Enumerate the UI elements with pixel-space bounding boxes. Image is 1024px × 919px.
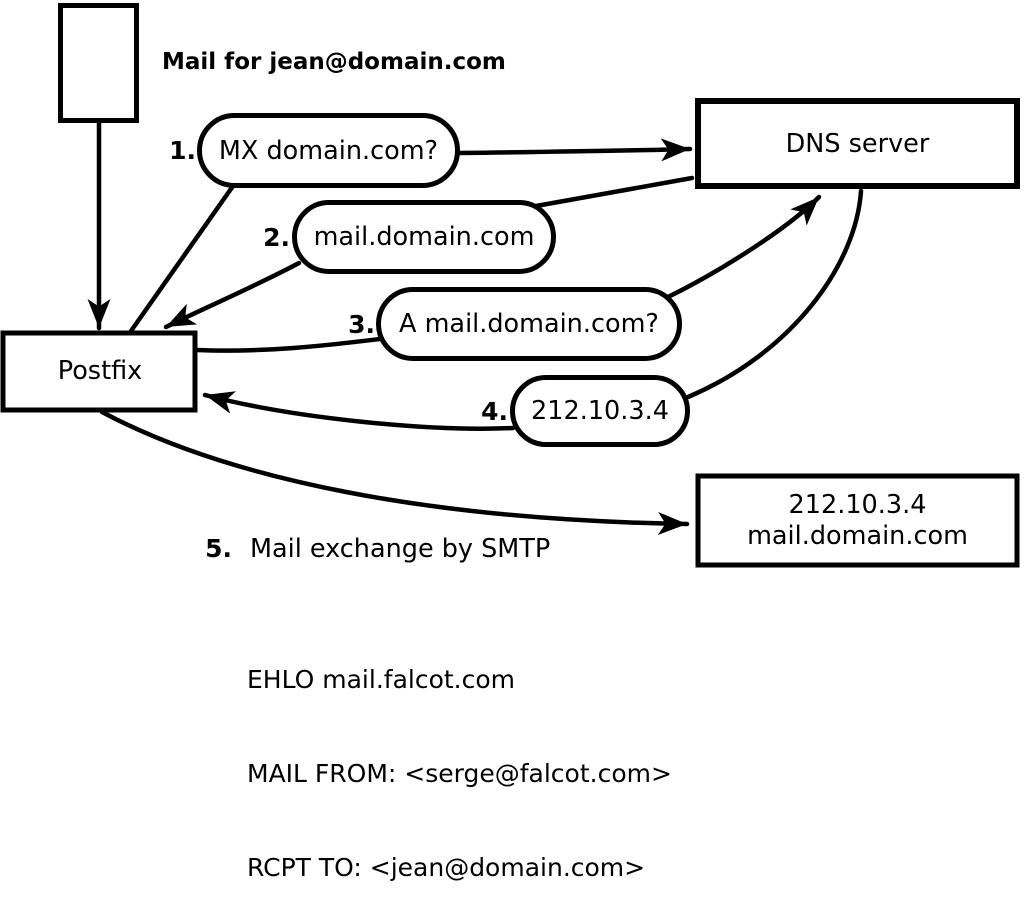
line-dns-to-a-answer (685, 188, 864, 400)
dns-server-box (695, 98, 1020, 189)
mx-query-label: MX domain.com? (218, 135, 439, 166)
arrow-mx-answer-to-postfix (163, 260, 302, 330)
smtp-line: EHLO mail.falcot.com (247, 664, 516, 694)
line-postfix-to-mx-query (128, 183, 236, 334)
arrow-mx-query-to-dns (455, 138, 693, 162)
step-3-number: 3. (348, 309, 375, 339)
line-postfix-to-a-query (194, 336, 383, 353)
dns-server-label: DNS server (785, 128, 930, 159)
line-dns-to-mx-answer (533, 175, 695, 209)
a-query-label: A mail.domain.com? (399, 309, 659, 339)
step-1-number: 1. (169, 136, 196, 165)
postfix-box (0, 330, 198, 413)
diagram-title: Mail for jean@domain.com (162, 49, 506, 75)
pill-mx-answer (292, 200, 556, 274)
pill-a-answer (510, 375, 690, 447)
target-hostname: mail.domain.com (747, 520, 968, 551)
pill-mx-query (197, 113, 460, 188)
step-2-number: 2. (263, 222, 290, 252)
smtp-line: MAIL FROM: <serge@falcot.com> (247, 759, 672, 789)
smtp-transcript: EHLO mail.falcot.com MAIL FROM: <serge@f… (247, 601, 672, 919)
target-ip: 212.10.3.4 (788, 489, 927, 520)
target-server-label: 212.10.3.4 mail.domain.com (695, 473, 1020, 568)
a-answer-label: 212.10.3.4 (531, 396, 669, 426)
mx-answer-label: mail.domain.com (313, 222, 535, 252)
arrow-smtp-exchange (99, 409, 690, 536)
step-5-number: 5. (205, 534, 232, 563)
arrow-a-query-to-dns (665, 194, 822, 300)
smtp-exchange-label: Mail exchange by SMTP (250, 533, 551, 564)
postfix-label: Postfix (57, 356, 143, 386)
mail-message-icon (58, 3, 139, 123)
smtp-line: RCPT TO: <jean@domain.com> (247, 853, 646, 883)
step-4-number: 4. (481, 396, 508, 426)
target-server-box (695, 473, 1020, 568)
arrow-a-answer-to-postfix (202, 391, 516, 431)
pill-a-query (376, 287, 682, 361)
